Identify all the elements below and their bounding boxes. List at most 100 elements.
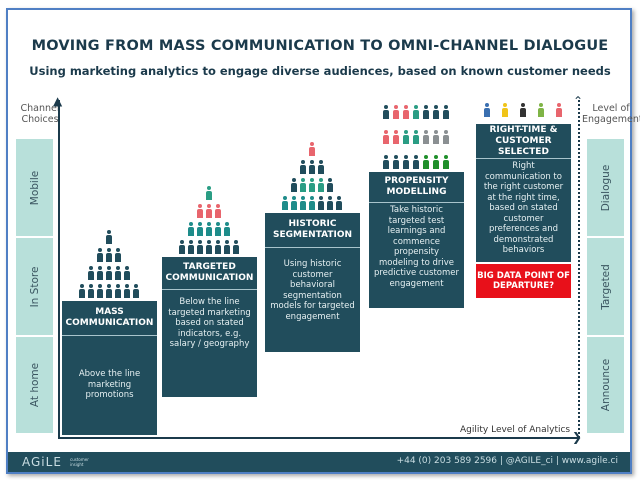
- band-label: Targeted: [599, 263, 612, 310]
- engagement-label: Level of Engagement: [582, 103, 640, 125]
- stage-title: PROPENSITY MODELLING: [369, 172, 464, 203]
- stage-card-mass: MASS COMMUNICATION Above the line market…: [62, 301, 157, 435]
- person-icon: [393, 105, 399, 119]
- band-label: Announce: [599, 358, 612, 412]
- person-icon: [197, 222, 203, 236]
- arrow-right-icon: ❯: [572, 430, 583, 444]
- person-icon: [291, 196, 297, 210]
- person-icon: [124, 266, 130, 280]
- person-icon: [433, 155, 439, 169]
- person-icon: [115, 248, 121, 262]
- channel-choices-label: Channel Choices: [14, 103, 66, 125]
- stage-description: Right communication to the right custome…: [483, 161, 564, 255]
- person-icon: [197, 240, 203, 254]
- engagement-label-line1: Level of: [592, 103, 630, 114]
- person-icon: [520, 103, 526, 117]
- person-icon: [133, 284, 139, 298]
- person-icon: [433, 130, 439, 144]
- stage-description: Using historic customer behavioral segme…: [270, 259, 355, 322]
- person-icon: [393, 155, 399, 169]
- person-icon: [393, 130, 399, 144]
- logo-sub-line2: insight: [70, 462, 84, 467]
- person-icon: [300, 178, 306, 192]
- band-label: At home: [28, 362, 41, 408]
- stage-description: Take historic targeted test learnings an…: [373, 205, 460, 289]
- slide-title: MOVING FROM MASS COMMUNICATION TO OMNI-C…: [31, 38, 609, 54]
- person-icon: [291, 178, 297, 192]
- stage-card-targeted: TARGETED COMMUNICATION Below the line ta…: [162, 257, 257, 397]
- vertical-axis: [58, 100, 60, 438]
- person-icon: [197, 204, 203, 218]
- channel-label-line1: Channel: [20, 103, 60, 114]
- person-icon: [115, 284, 121, 298]
- person-icon: [484, 103, 490, 117]
- person-icon: [502, 103, 508, 117]
- person-icon: [309, 142, 315, 156]
- band-label: Dialogue: [599, 164, 612, 211]
- person-icon: [443, 155, 449, 169]
- stage-description: Above the line marketing promotions: [78, 369, 141, 400]
- person-icon: [327, 178, 333, 192]
- person-icon: [206, 222, 212, 236]
- person-icon: [403, 105, 409, 119]
- person-icon: [106, 230, 112, 244]
- big-data-callout: BIG DATA POINT OF DEPARTURE?: [476, 264, 571, 298]
- person-icon: [423, 105, 429, 119]
- person-icon: [106, 266, 112, 280]
- person-icon: [88, 284, 94, 298]
- band-at-home: At home: [16, 337, 53, 433]
- band-mobile: Mobile: [16, 139, 53, 236]
- agile-logo: AGiLE: [22, 455, 62, 469]
- person-icon: [106, 284, 112, 298]
- person-icon: [300, 196, 306, 210]
- person-icon: [97, 248, 103, 262]
- stage-card-propensity: PROPENSITY MODELLING Take historic targe…: [369, 172, 464, 308]
- person-icon: [282, 196, 288, 210]
- person-icon: [88, 266, 94, 280]
- person-icon: [443, 105, 449, 119]
- person-icon: [403, 155, 409, 169]
- person-icon: [233, 240, 239, 254]
- horizontal-axis: [58, 437, 578, 439]
- stage-title: HISTORIC SEGMENTATION: [265, 213, 360, 248]
- person-icon: [383, 130, 389, 144]
- person-icon: [179, 240, 185, 254]
- stage-card-right-time: RIGHT-TIME & CUSTOMER SELECTED Right com…: [476, 124, 571, 262]
- engagement-axis: [578, 100, 580, 438]
- person-icon: [327, 196, 333, 210]
- person-icon: [215, 204, 221, 218]
- person-icon: [318, 196, 324, 210]
- person-icon: [443, 130, 449, 144]
- person-icon: [318, 160, 324, 174]
- engagement-label-line2: Engagement: [582, 114, 640, 125]
- stage-title: MASS COMMUNICATION: [62, 301, 157, 336]
- channel-label-line2: Choices: [21, 114, 59, 125]
- person-icon: [413, 105, 419, 119]
- person-icon: [224, 240, 230, 254]
- person-icon: [97, 284, 103, 298]
- logo-sub-line1: customer: [70, 457, 89, 462]
- person-icon: [538, 103, 544, 117]
- person-icon: [403, 130, 409, 144]
- person-icon: [206, 186, 212, 200]
- person-icon: [115, 266, 121, 280]
- arrow-up-icon: ⌃: [573, 94, 584, 108]
- band-announce: Announce: [587, 337, 624, 433]
- band-in-store: In Store: [16, 238, 53, 335]
- person-icon: [79, 284, 85, 298]
- band-label: Mobile: [28, 170, 41, 205]
- person-icon: [206, 240, 212, 254]
- person-icon: [124, 284, 130, 298]
- person-icon: [309, 160, 315, 174]
- person-icon: [336, 196, 342, 210]
- person-icon: [309, 178, 315, 192]
- slide-subtitle: Using marketing analytics to engage dive…: [29, 64, 611, 78]
- footer-bar: AGiLE customer insight +44 (0) 203 589 2…: [8, 452, 630, 472]
- person-icon: [188, 240, 194, 254]
- person-icon: [215, 222, 221, 236]
- person-icon: [433, 105, 439, 119]
- person-icon: [413, 155, 419, 169]
- contact-info: +44 (0) 203 589 2596 | @AGILE_ci | www.a…: [396, 456, 618, 466]
- stage-title: RIGHT-TIME & CUSTOMER SELECTED: [476, 124, 571, 159]
- person-icon: [206, 204, 212, 218]
